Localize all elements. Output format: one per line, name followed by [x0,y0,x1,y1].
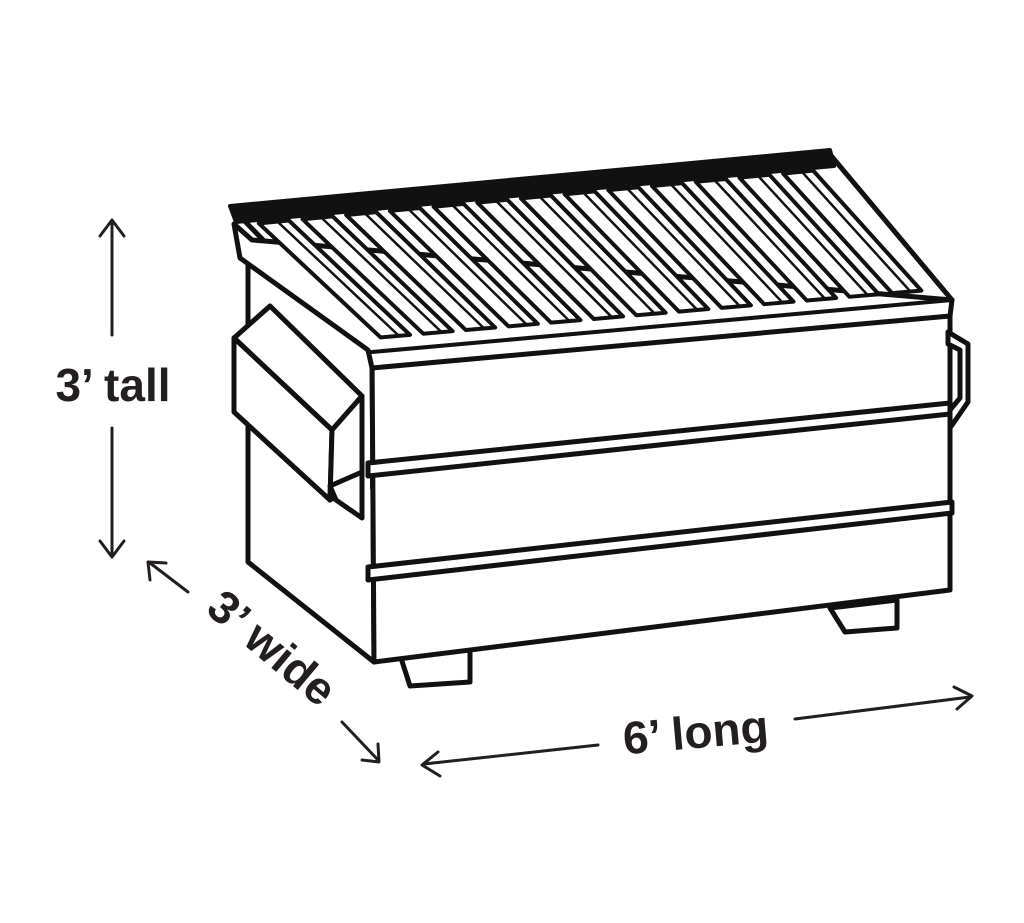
lid-slat-ridge [582,191,699,312]
lid-slat-ridge [276,221,401,338]
dumpster-side-handle-right [945,329,971,431]
dumpster-foot-back [827,597,900,635]
lid-slat-ridge [364,212,486,330]
lid-slat-ridge [408,208,529,326]
dumpster-lid-slats [256,168,924,340]
width-dimension-arrow [146,560,381,764]
lid-slat-ridge [670,183,784,304]
dumpster-rib-lower [365,499,955,583]
height-dimension-arrow [98,218,126,559]
lid-slat-ridge [539,196,656,315]
length-dimension-arrow [420,685,974,778]
height-label: 3’ tall [55,359,170,411]
lid-slat-ridge [495,200,614,319]
dumpster-illustration [228,148,971,689]
lid-slat-ridge [626,187,742,308]
lid-slat-ridge [713,179,827,301]
lid-slat-ridge [801,171,912,293]
lid-slat-ridge [320,216,443,334]
lid-slat-ridge [757,175,869,297]
dumpster-fork-pocket [231,303,365,521]
lid-slat-ridge [451,204,571,323]
length-label: 6’ long [621,700,771,764]
